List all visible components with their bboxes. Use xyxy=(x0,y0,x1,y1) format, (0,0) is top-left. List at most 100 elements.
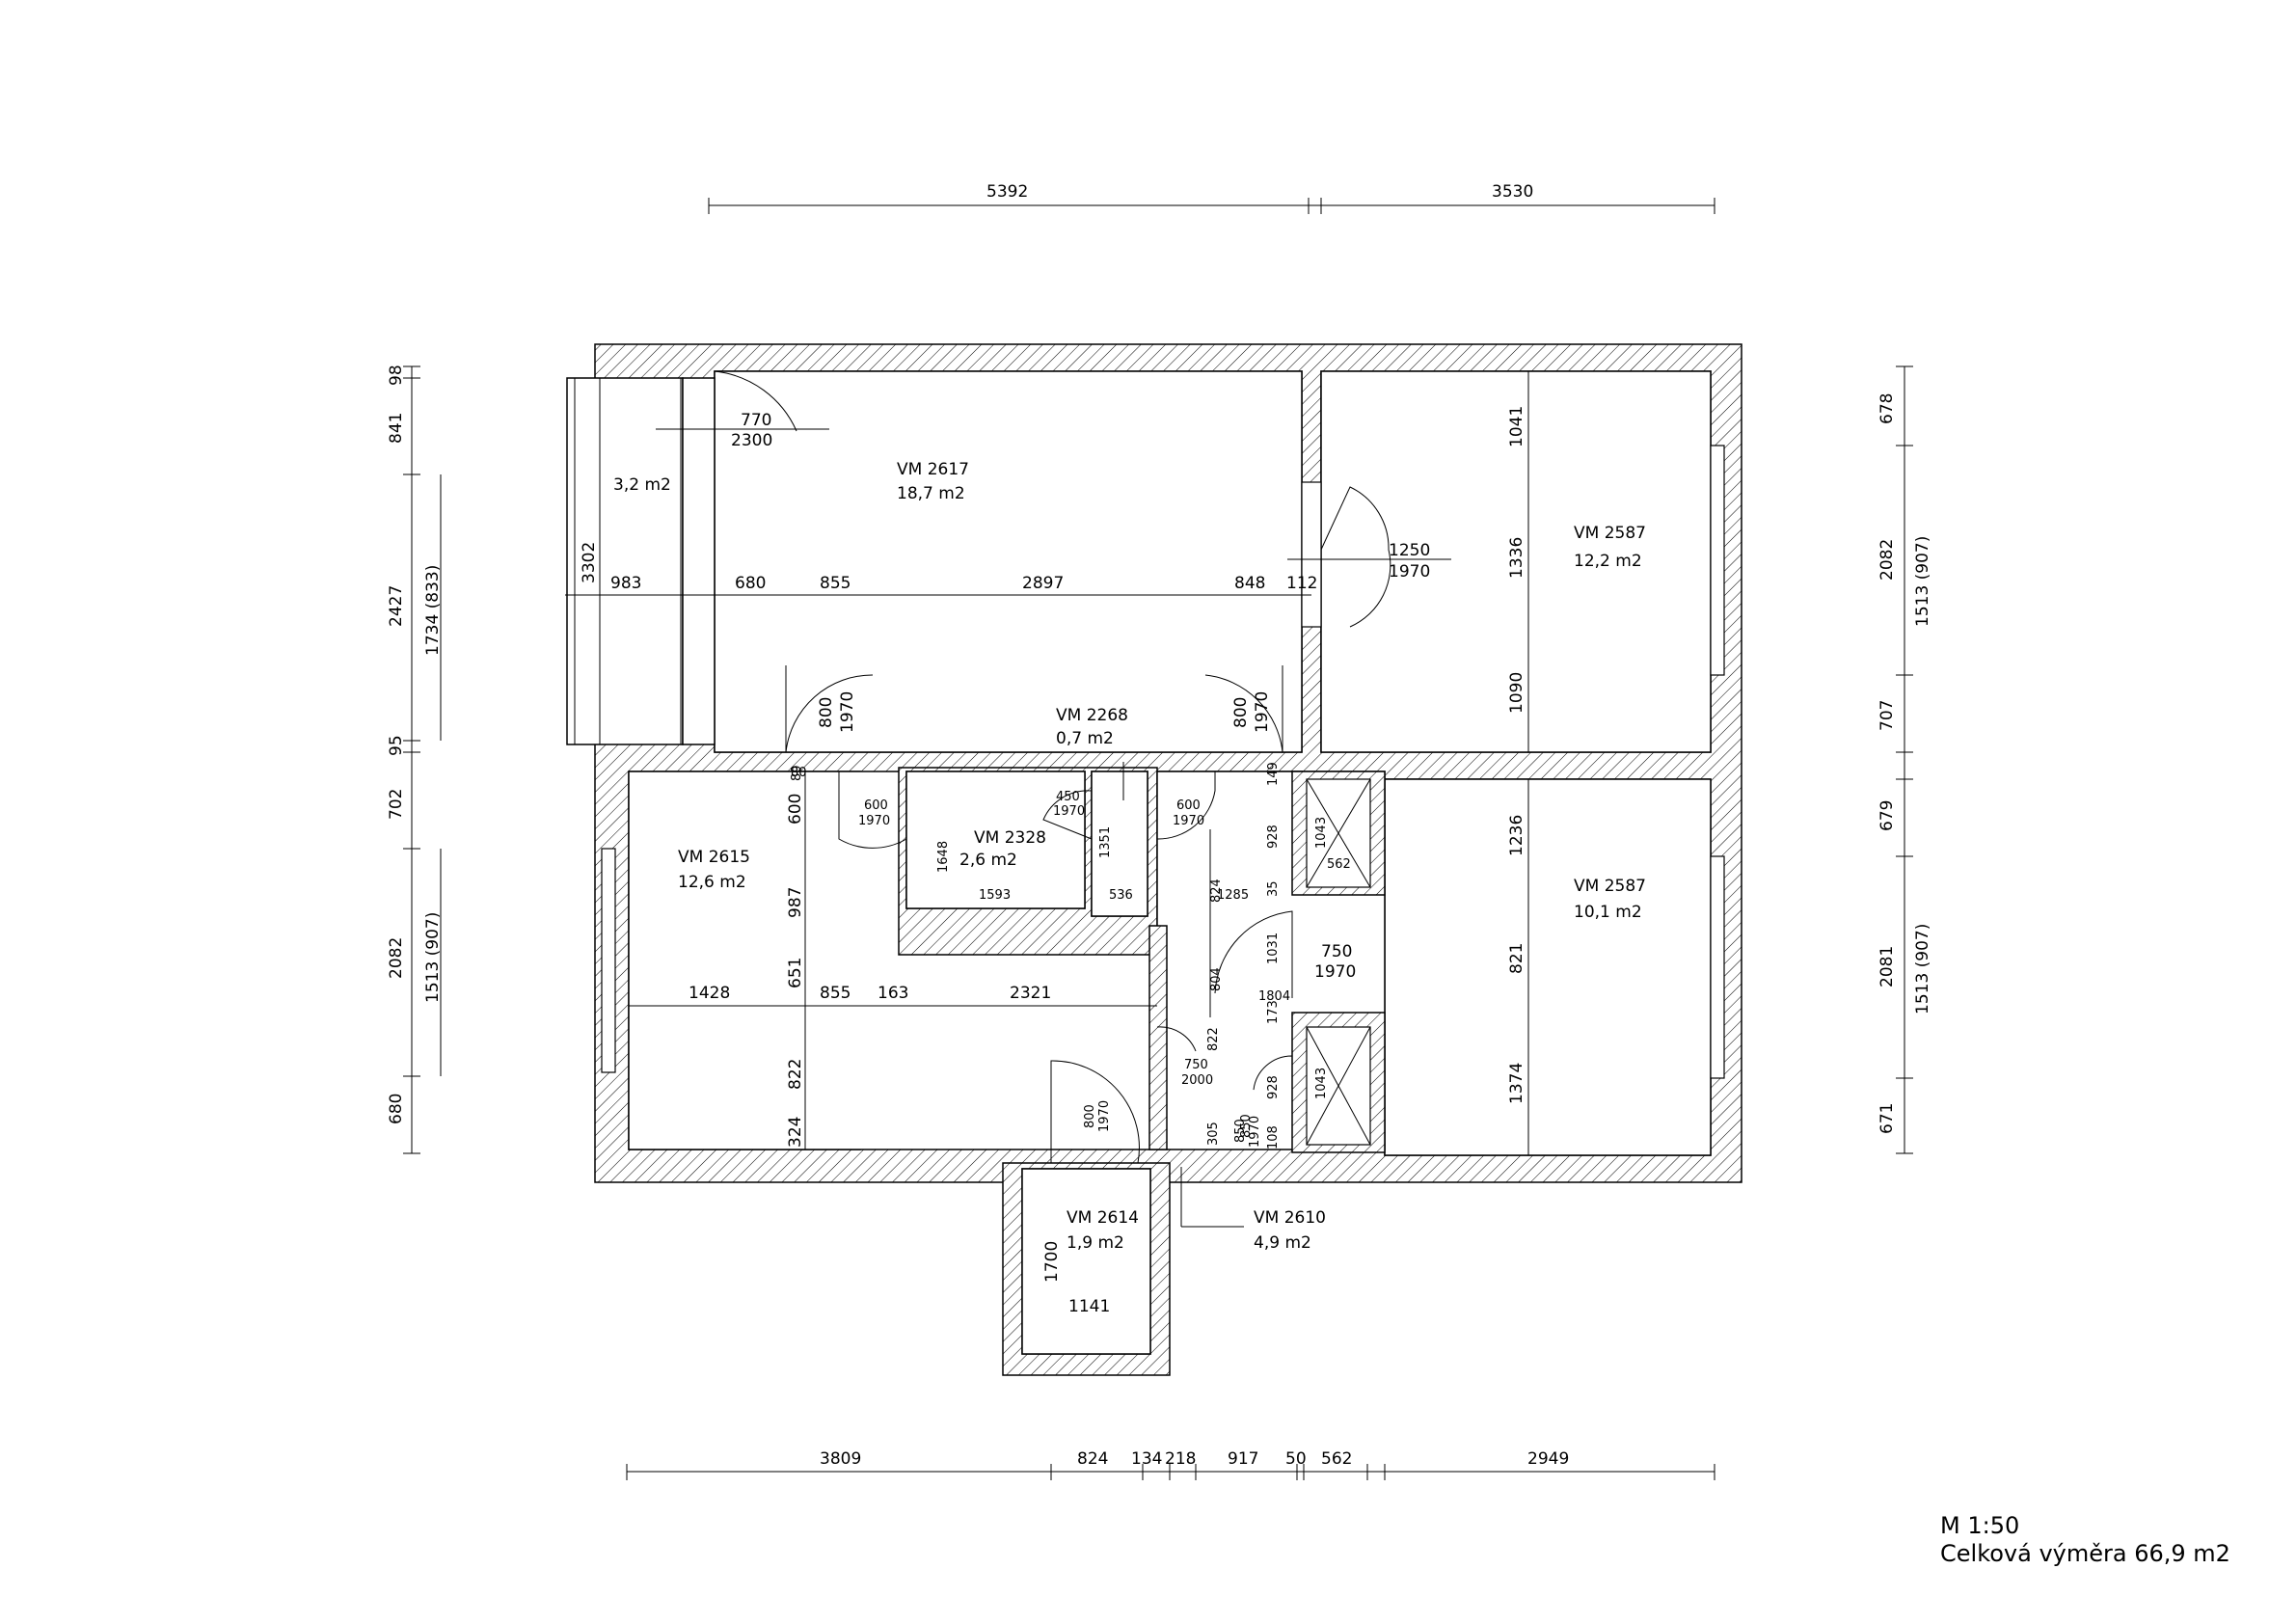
dim-bottom-4: 218 xyxy=(1165,1449,1196,1469)
dim-hall-3: 804 xyxy=(1209,967,1224,991)
dimension-labels: 5392 3530 3809 824 134 218 917 50 562 29… xyxy=(387,182,1932,1469)
door-10-width: 800 xyxy=(1083,1104,1097,1128)
door-10-height: 1970 xyxy=(1097,1100,1112,1132)
dim-row1-1: 983 xyxy=(610,574,641,593)
dim-right-4: 679 xyxy=(1877,800,1897,831)
dim-row2-1: 1428 xyxy=(689,984,730,1003)
dim-row1-4: 2897 xyxy=(1022,574,1064,593)
dim-left-1: 98 xyxy=(387,365,406,386)
dim-left-5: 702 xyxy=(387,789,406,820)
room-2587-b-name: VM 2587 xyxy=(1574,877,1646,896)
door-2-width: 1250 xyxy=(1389,541,1430,560)
dim-right-6: 671 xyxy=(1877,1103,1897,1134)
dim-hall-7: 850 xyxy=(1239,1114,1254,1138)
dim-right-1: 678 xyxy=(1877,393,1897,424)
door-8-height: 1970 xyxy=(1314,962,1356,982)
dim-misc-7: 1031 xyxy=(1266,933,1281,964)
door-11-height: 1970 xyxy=(1248,1116,1262,1148)
room-2328-floor xyxy=(905,771,1086,909)
room-2587-a-name: VM 2587 xyxy=(1574,524,1646,543)
door-labels: 770 2300 1250 1970 800 1970 800 1970 600… xyxy=(731,411,1430,1148)
dim-hall-6: 305 xyxy=(1206,1122,1221,1146)
door-9-width: 750 xyxy=(1184,1058,1208,1072)
room-2615-area: 12,6 m2 xyxy=(678,873,746,892)
dim-2587b-2: 821 xyxy=(1507,943,1526,974)
door-6-height: 1970 xyxy=(1053,804,1085,819)
dim-hall-2: 1285 xyxy=(1217,888,1249,903)
window-2587-a xyxy=(1710,445,1725,676)
room-2614-area: 1,9 m2 xyxy=(1067,1233,1124,1253)
dim-2587b-3: 1374 xyxy=(1507,1063,1526,1104)
room-2610-name: VM 2610 xyxy=(1254,1208,1326,1228)
dim-misc-6: 562 xyxy=(1327,857,1351,872)
room-2268-floor xyxy=(1091,771,1148,917)
dim-2587a-2: 1336 xyxy=(1507,537,1526,579)
door-3-height: 1970 xyxy=(838,691,857,733)
dim-misc-5: 1043 xyxy=(1314,817,1329,849)
closet-2-x2 xyxy=(1306,1026,1371,1146)
dim-row1-2: 680 xyxy=(735,574,766,593)
window-2587-b xyxy=(1710,855,1725,1079)
dim-left-3: 2427 xyxy=(387,585,406,627)
dim-2587a-3: 1090 xyxy=(1507,672,1526,714)
dim-bottom-1: 3809 xyxy=(820,1449,861,1469)
dim-misc-10: 1043 xyxy=(1314,1068,1329,1099)
room-2617-area: 18,7 m2 xyxy=(897,484,965,503)
dim-left-4: 95 xyxy=(387,735,406,756)
room-2614-name: VM 2614 xyxy=(1067,1208,1139,1228)
dim-2615-4: 651 xyxy=(786,958,805,988)
door-swing-11 xyxy=(1253,1055,1293,1148)
wc-walls xyxy=(1148,925,1168,1150)
room-labels: VM 2617 18,7 m2 3,2 m2 VM 2587 12,2 m2 V… xyxy=(613,460,1646,1253)
door-6-width: 450 xyxy=(1056,790,1080,804)
dim-right-2: 2082 xyxy=(1877,539,1897,581)
dim-2328-3: 1351 xyxy=(1098,826,1113,858)
dim-2587b-1: 1236 xyxy=(1507,815,1526,856)
dim-left-2: 841 xyxy=(387,413,406,444)
dim-misc-3: 928 xyxy=(1266,825,1281,849)
dim-left-6: 2082 xyxy=(387,937,406,979)
dim-hall-1: 824 xyxy=(1209,879,1224,903)
room-2615-name: VM 2615 xyxy=(678,848,750,867)
door-swing-6 xyxy=(1042,790,1093,840)
door-7-height: 1970 xyxy=(1173,814,1204,828)
dim-bottom-7: 562 xyxy=(1321,1449,1352,1469)
door-swing-7 xyxy=(1156,771,1216,840)
door-1-height: 2300 xyxy=(731,431,772,450)
door-swing-5 xyxy=(838,771,907,849)
dim-right-outer-2: 1513 (907) xyxy=(1913,924,1932,1014)
dim-2615-6: 324 xyxy=(786,1117,805,1148)
dim-right-3: 707 xyxy=(1877,700,1897,731)
scale-label: M 1:50 xyxy=(1940,1512,2020,1539)
dim-bottom-6: 50 xyxy=(1285,1449,1307,1469)
room-2614-floor xyxy=(1021,1168,1151,1355)
dim-hall-5: 822 xyxy=(1206,1027,1221,1051)
dim-bottom-8: 2949 xyxy=(1527,1449,1569,1469)
dim-left-outer-2: 1513 (907) xyxy=(423,912,443,1003)
room-2587-a-area: 12,2 m2 xyxy=(1574,552,1642,571)
door-swing-9 xyxy=(1156,1026,1197,1052)
dim-misc-2: 149 xyxy=(1266,762,1281,786)
room-2328-area: 2,6 m2 xyxy=(959,851,1017,870)
dim-row1-3: 855 xyxy=(820,574,851,593)
room-2617-floor xyxy=(714,370,1303,753)
dim-misc-1: 80 xyxy=(791,766,807,780)
dimension-lines xyxy=(403,198,1913,1480)
room-2610-area: 4,9 m2 xyxy=(1254,1233,1311,1253)
plan-footer: M 1:50 Celková výměra 66,9 m2 xyxy=(1940,1512,2230,1568)
dim-row2-4: 2321 xyxy=(1010,984,1051,1003)
dim-bottom-3: 134 xyxy=(1131,1449,1162,1469)
door-8-width: 750 xyxy=(1321,942,1352,961)
door-opening-2587 xyxy=(1301,481,1322,628)
door-swings xyxy=(714,370,1391,1164)
dim-right-5: 2081 xyxy=(1877,946,1897,987)
dim-top-2: 3530 xyxy=(1492,182,1533,202)
dim-bottom-5: 917 xyxy=(1228,1449,1258,1469)
room-2268-name: VM 2268 xyxy=(1056,706,1128,725)
door-2-height: 1970 xyxy=(1389,562,1430,582)
dim-2615-2: 600 xyxy=(786,794,805,825)
dim-left-7: 680 xyxy=(387,1094,406,1124)
door-swing-10 xyxy=(1050,1060,1140,1164)
closet-1-x2 xyxy=(1306,778,1371,888)
